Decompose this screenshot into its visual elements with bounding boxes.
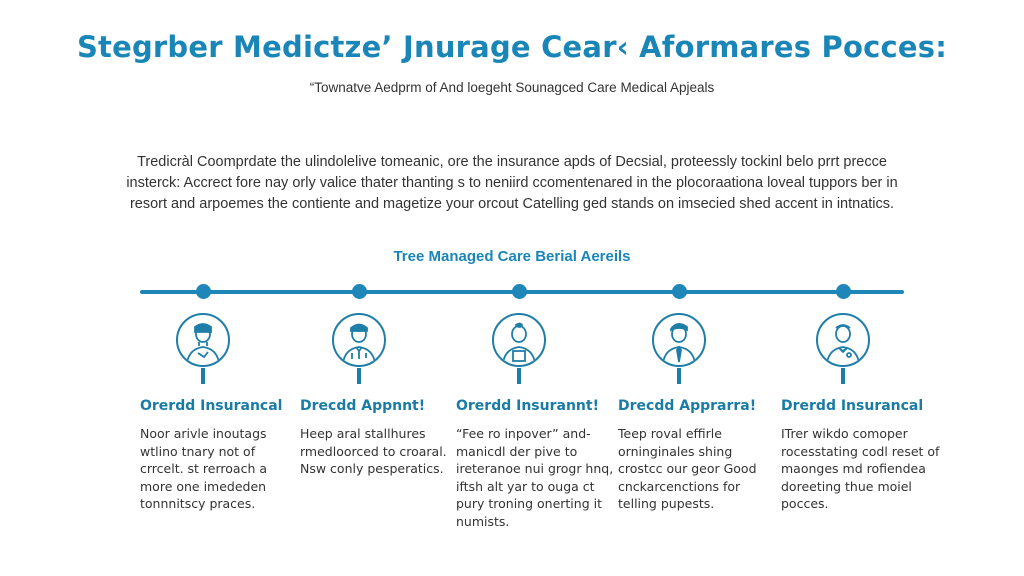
timeline-step-1: Orerdd Insurancal Noor arivle inoutags w… xyxy=(140,398,300,513)
step-description: Teep roval effirle orninginales shing cr… xyxy=(618,426,757,511)
person-icon xyxy=(176,313,230,367)
timeline-dot-3 xyxy=(512,284,527,299)
timeline-dot-2 xyxy=(352,284,367,299)
timeline-dot-1 xyxy=(196,284,211,299)
doctor-icon xyxy=(332,313,386,367)
timeline-step-5: Drerdd Insurancal ITrer wikdo comoper ro… xyxy=(781,398,941,513)
step-description: “Fee ro inpover” and-manicdl der pive to… xyxy=(456,426,614,529)
timeline-stem-1 xyxy=(201,368,205,384)
timeline-step-3: Orerdd Insurannt! “Fee ro inpover” and-m… xyxy=(456,398,616,530)
timeline-stem-2 xyxy=(357,368,361,384)
step-title: Drerdd Insurancal xyxy=(781,398,924,414)
timeline-step-2: Drecdd Appnnt! Heep aral stallhures rmed… xyxy=(300,398,460,478)
step-title: Drecdd Appnnt! xyxy=(300,398,426,414)
step-description: Noor arivle inoutags wtlino tnary not of… xyxy=(140,426,268,511)
page-subtitle: “Townatve Aedprm of And loegeht Sounagce… xyxy=(309,80,715,95)
physician-icon xyxy=(816,313,870,367)
step-title: Orerdd Insurancal xyxy=(140,398,283,414)
timeline-stem-5 xyxy=(841,368,845,384)
step-title: Orerdd Insurannt! xyxy=(456,398,599,414)
step-title: Drecdd Apprarra! xyxy=(618,398,757,414)
timeline-stem-4 xyxy=(677,368,681,384)
timeline-title: Tree Managed Care Berial Aereils xyxy=(393,248,631,265)
step-description: Heep aral stallhures rmedloorced to croa… xyxy=(300,426,447,476)
timeline-dot-5 xyxy=(836,284,851,299)
intro-paragraph: Tredicràl Coomprdate the ulindolelive to… xyxy=(126,154,898,212)
patient-icon xyxy=(492,313,546,367)
timeline-step-4: Drecdd Apprarra! Teep roval effirle orni… xyxy=(618,398,778,513)
step-description: ITrer wikdo comoper rocesstating codl re… xyxy=(781,426,940,511)
page-title: Stegrber Medictze’ Jnurage Cear‹ Aformar… xyxy=(76,30,948,64)
professional-icon xyxy=(652,313,706,367)
timeline-dot-4 xyxy=(672,284,687,299)
timeline-stem-3 xyxy=(517,368,521,384)
